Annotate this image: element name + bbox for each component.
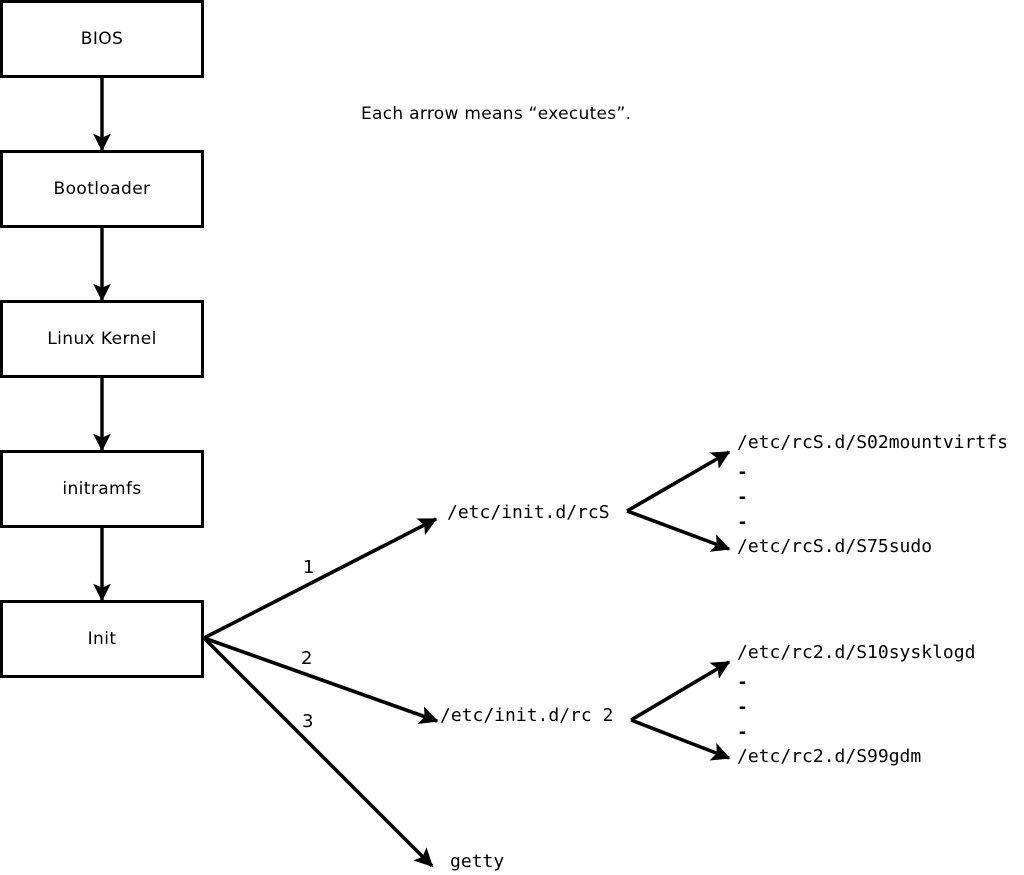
box-init[interactable]: Init	[0, 600, 204, 678]
edge-init-to-getty	[202, 636, 434, 868]
edge-rc2-to-last	[630, 718, 731, 761]
rcs-ellipsis-dash-2: -	[737, 487, 748, 508]
target-getty-label: getty	[450, 851, 505, 872]
box-linux-kernel-label: Linux Kernel	[47, 329, 157, 349]
box-initramfs-label: initramfs	[62, 479, 142, 499]
rcs-script-last: /etc/rcS.d/S75sudo	[737, 536, 933, 557]
box-bootloader-label: Bootloader	[53, 179, 151, 199]
branch-number-2: 2	[301, 648, 313, 669]
edge-rcs-to-last	[626, 509, 731, 552]
rcs-ellipsis-dash-3: -	[737, 512, 748, 533]
rc2-ellipsis-dash-1: -	[737, 672, 748, 693]
branch-number-1: 1	[303, 557, 315, 578]
edge-rc2-to-first	[630, 660, 731, 722]
box-linux-kernel[interactable]: Linux Kernel	[0, 300, 204, 378]
box-init-label: Init	[87, 629, 117, 649]
box-bios-label: BIOS	[80, 29, 124, 49]
box-initramfs[interactable]: initramfs	[0, 450, 204, 528]
edge-init-to-rc2	[203, 636, 439, 725]
target-rcs-label: /etc/init.d/rcS	[447, 502, 610, 523]
rc2-script-first: /etc/rc2.d/S10sysklogd	[737, 642, 976, 663]
rc2-script-last: /etc/rc2.d/S99gdm	[737, 746, 922, 767]
box-bootloader[interactable]: Bootloader	[0, 150, 204, 228]
edge-rcs-to-first	[626, 450, 731, 513]
box-bios[interactable]: BIOS	[0, 0, 204, 78]
rcs-script-first: /etc/rcS.d/S02mountvirtfs	[737, 432, 1008, 453]
target-rc2-label: /etc/init.d/rc 2	[440, 705, 614, 726]
branch-number-3: 3	[302, 711, 314, 732]
edge-init-to-rcs	[203, 517, 438, 640]
legend-note: Each arrow means “executes”.	[361, 104, 632, 124]
rc2-ellipsis-dash-2: -	[737, 697, 748, 718]
rcs-ellipsis-dash-1: -	[737, 462, 748, 483]
rc2-ellipsis-dash-3: -	[737, 722, 748, 743]
